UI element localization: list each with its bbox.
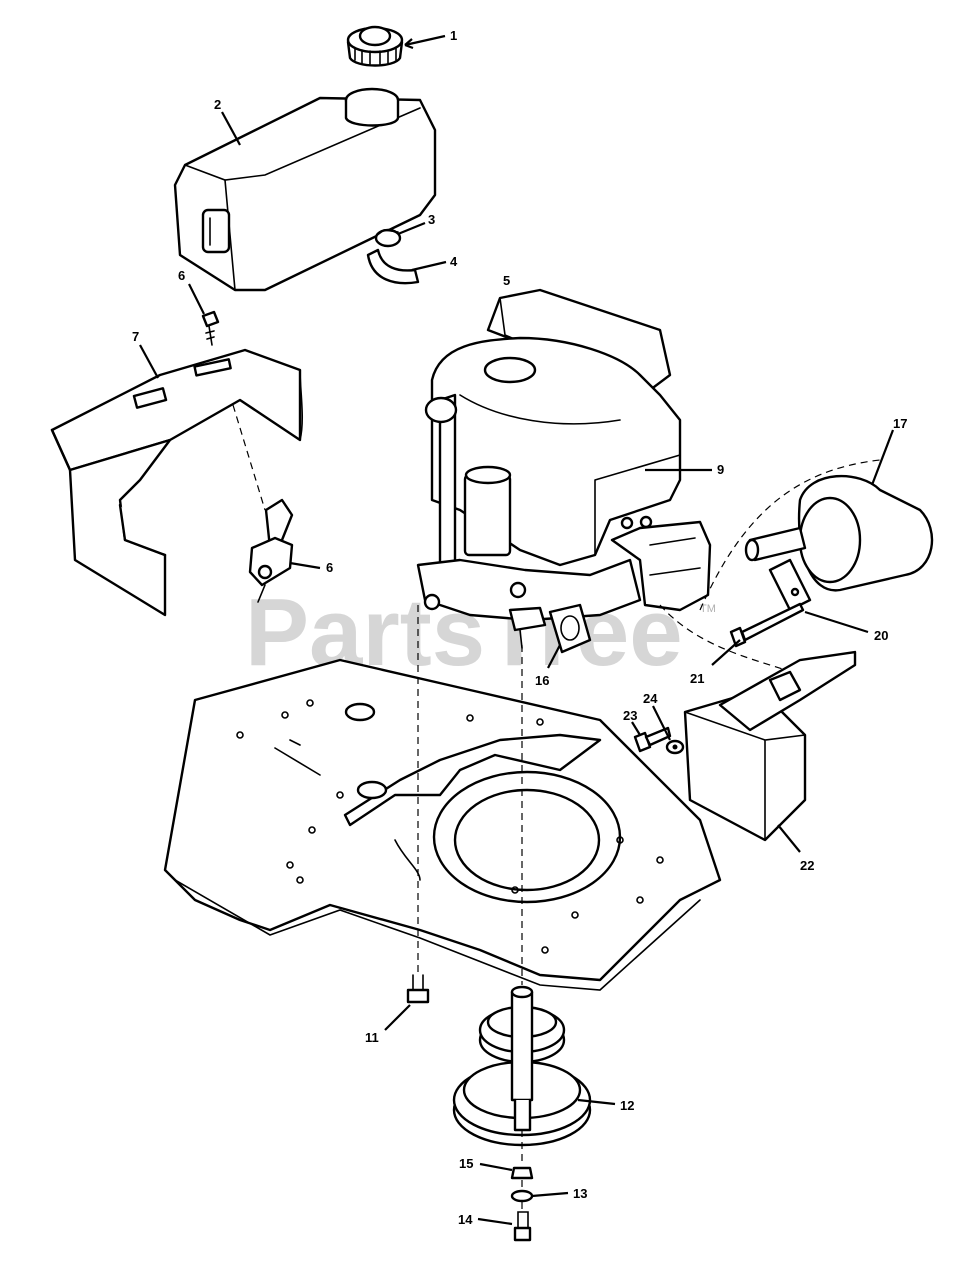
callout-label: 9 [717,462,724,477]
callout-label: 13 [573,1186,587,1201]
hose-clamp [374,228,402,248]
callout-15: 15 [459,1156,513,1172]
callout-label: 12 [620,1098,634,1113]
callout-label: 6 [326,560,333,575]
callout-4: 4 [411,254,458,272]
callout-7: 7 [132,329,159,379]
fuel-tank [173,87,437,292]
callout-label: 21 [690,671,704,686]
callout-label: 4 [450,254,458,269]
callout-22: 22 [777,824,814,873]
fuel-line [366,248,420,285]
callout-label: 16 [535,673,549,688]
callout-label: 7 [132,329,139,344]
bolt-14 [513,1211,532,1242]
callout-1: 1 [404,28,457,50]
callout-label: 5 [503,273,510,288]
callout-16: 16 [535,644,561,688]
dash-panel [50,348,304,617]
callout-label: 17 [893,416,907,431]
callout-label: 24 [643,691,658,706]
callout-9: 9 [645,462,724,477]
bolt-11 [406,974,430,1004]
callout-6-screw: 6 [178,268,205,315]
callout-3: 3 [397,212,435,236]
bolt-23 [633,726,672,753]
screw [201,310,220,346]
washer-15 [510,1166,534,1180]
callout-20: 20 [804,610,888,643]
callout-14: 14 [458,1212,513,1227]
pulley [452,985,592,1147]
callout-2: 2 [214,97,241,146]
callout-label: 6 [178,268,185,283]
callout-label: 23 [623,708,637,723]
bolt-21 [729,602,805,648]
throttle-control [232,404,294,603]
callout-label: 11 [365,1030,379,1045]
lock-washer-13 [510,1189,534,1203]
callout-6-throttle: 6 [289,560,333,575]
callout-label: 3 [428,212,435,227]
gasket [548,603,592,654]
callout-17: 17 [870,416,907,486]
callout-24: 24 [643,691,671,741]
fuel-cap [346,25,404,67]
callout-13: 13 [531,1186,587,1201]
callout-label: 20 [874,628,888,643]
callout-21: 21 [690,639,741,686]
muffler-bracket [768,558,812,612]
washer-24 [665,739,685,755]
callout-label: 22 [800,858,814,873]
callout-23: 23 [623,708,641,736]
muffler [699,459,934,611]
callout-label: 1 [450,28,457,43]
callout-label: 15 [459,1156,473,1171]
callout-label: 2 [214,97,221,112]
frame-plate [163,658,722,991]
callout-12: 12 [577,1098,634,1113]
callout-11: 11 [365,1004,411,1045]
callout-label: 14 [458,1212,473,1227]
engine [416,288,712,649]
callout-5: 5 [503,273,510,288]
watermark-tm: TM [700,603,716,615]
battery-box [683,650,857,842]
